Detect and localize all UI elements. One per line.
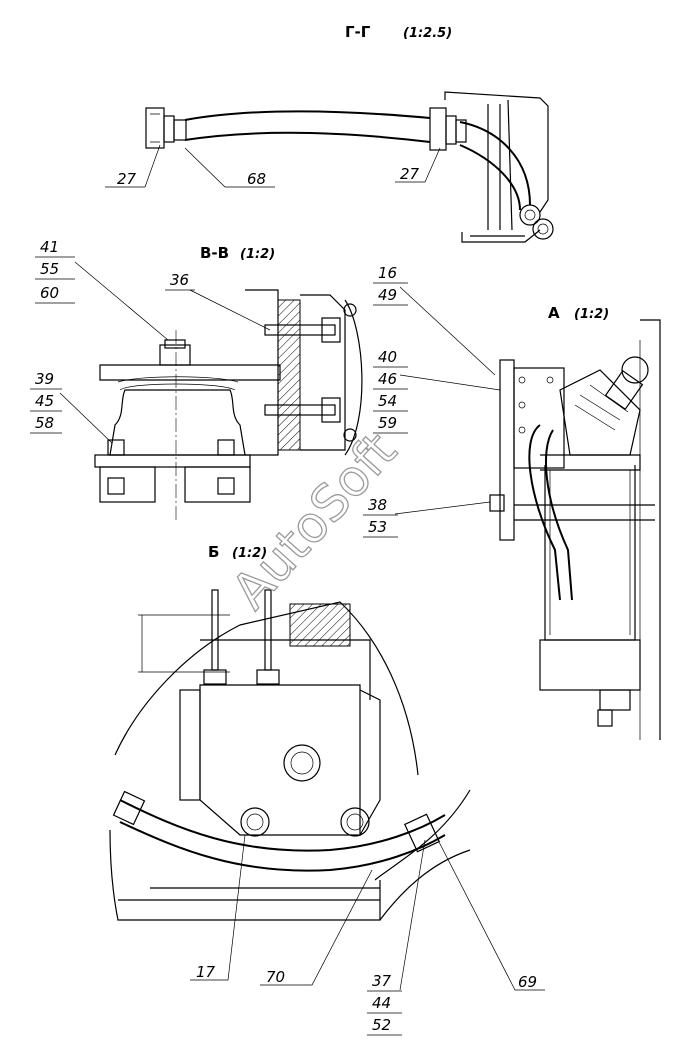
view-b: Б (1:2) (109, 543, 545, 1036)
view-a-scale: (1:2) (574, 307, 609, 322)
callout-27-right: 27 (400, 165, 420, 183)
view-a-label: А (548, 304, 560, 322)
callout-59: 59 (378, 414, 397, 432)
view-v-v-scale: (1:2) (240, 247, 275, 262)
callout-17: 17 (196, 963, 216, 981)
callout-52: 52 (372, 1016, 391, 1034)
callout-36: 36 (170, 271, 189, 289)
callout-37: 37 (372, 972, 392, 990)
callout-69: 69 (518, 973, 537, 991)
view-g-g: Г-Г (1:2.5) 27 68 27 (105, 23, 554, 243)
view-b-label: Б (208, 543, 219, 561)
view-g-g-label: Г-Г (345, 23, 371, 41)
view-v-v: В-В (1:2) 4 (30, 238, 363, 520)
callout-53: 53 (368, 518, 387, 536)
view-b-scale: (1:2) (232, 546, 267, 561)
callout-49: 49 (378, 286, 397, 304)
callout-41: 41 (40, 238, 59, 256)
callout-55: 55 (40, 260, 59, 278)
callout-70: 70 (266, 968, 285, 986)
callout-60: 60 (40, 284, 59, 302)
callout-16: 16 (378, 264, 397, 282)
callout-68: 68 (247, 170, 266, 188)
callout-27-left: 27 (117, 170, 137, 188)
callout-45: 45 (35, 392, 54, 410)
callout-39: 39 (35, 370, 54, 388)
callout-40: 40 (378, 348, 397, 366)
view-a: А (1:2) 16 49 (363, 264, 661, 740)
callout-38: 38 (368, 496, 387, 514)
callout-58: 58 (35, 414, 54, 432)
view-v-v-label: В-В (200, 244, 229, 262)
callout-54: 54 (378, 392, 397, 410)
callout-46: 46 (378, 370, 397, 388)
callout-44: 44 (372, 994, 391, 1012)
view-g-g-scale: (1:2.5) (403, 26, 452, 41)
